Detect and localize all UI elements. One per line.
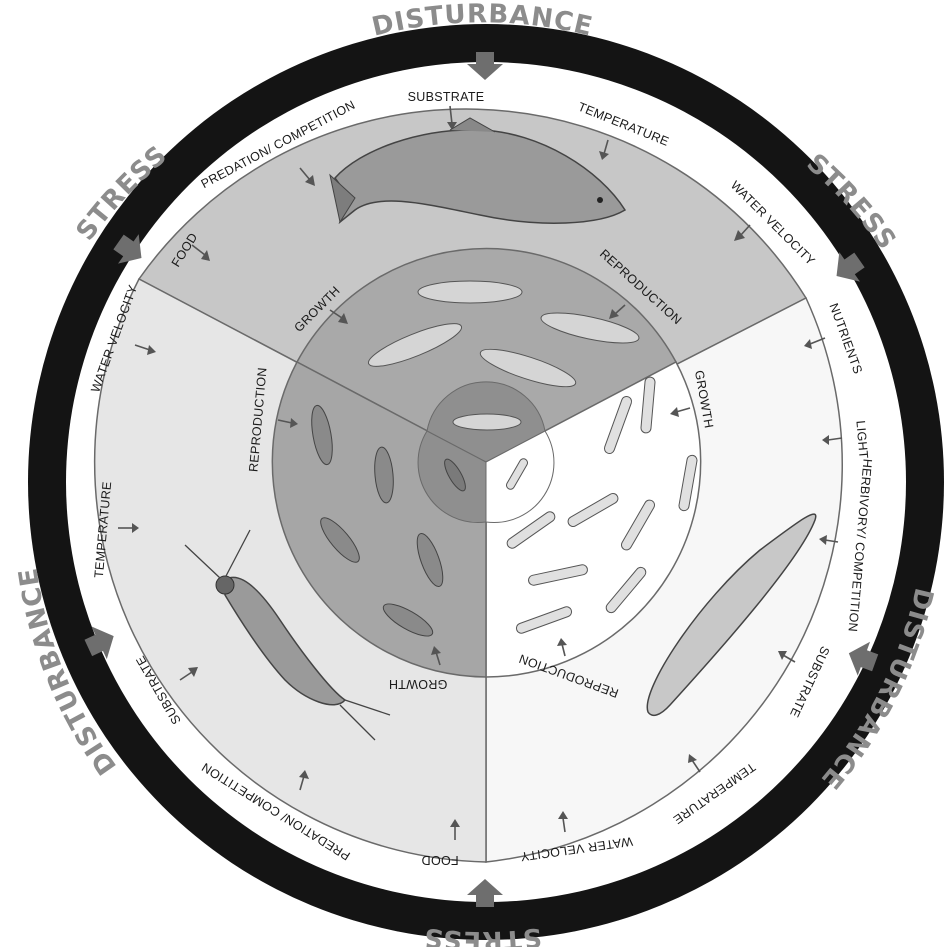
stonefly-head [215,575,235,595]
arrow-icon [467,52,503,80]
nymph [374,446,394,504]
fish-fry [367,323,463,367]
trout-illustration [329,117,627,225]
diatom [528,564,588,586]
arrow-icon [836,252,865,282]
arrow-icon [84,626,114,660]
trout-eye [597,197,603,203]
fish-fry-small [452,413,522,431]
nymph [382,603,434,637]
fry-illustrations [367,280,640,431]
ring-label-stress-bottom: STRESS [422,921,542,947]
ring-arrows [84,52,879,907]
large-diatom [646,513,817,717]
stonefly-antennae [184,529,391,741]
algae-label-light: LIGHT [853,420,870,459]
diatom [603,396,633,454]
nymph [320,517,360,563]
trout-body [334,129,627,225]
svg-text:STRESS: STRESS [422,921,543,947]
diatom [567,493,619,527]
arrow-icon [848,641,879,676]
arrow-icon [113,234,142,264]
trout-tail [329,173,356,224]
insect-label-growth: GROWTH [389,677,448,691]
fish-label-substrate: SUBSTRATE [408,90,485,104]
fish-fry [540,312,640,344]
diatom [640,376,656,434]
nymph [416,533,444,587]
nymph-small [444,458,466,492]
nymph [311,404,333,466]
algae-illustrations [506,376,817,717]
trout-fin [449,117,496,133]
fish-fry [417,280,523,304]
fish-fry [479,348,577,388]
diatom [605,566,647,614]
insect-illustrations [184,404,466,741]
diatom [678,454,698,512]
insect-label-food: FOOD [421,853,458,867]
diatom [621,499,655,551]
arrow-icon [467,879,503,907]
diatom-small [506,458,528,490]
label-arrows [118,105,843,840]
diatom [515,606,573,634]
diatom [506,511,556,549]
